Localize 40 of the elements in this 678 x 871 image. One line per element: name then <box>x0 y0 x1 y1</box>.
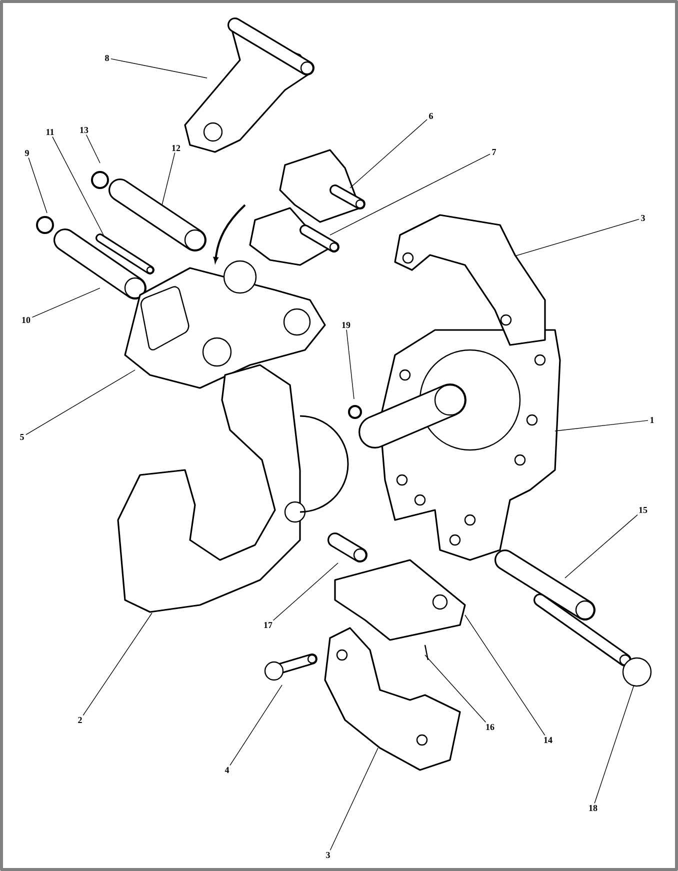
leader-line <box>52 136 104 236</box>
leader-line <box>32 288 100 318</box>
callout-number: 2 <box>78 717 82 723</box>
leader-line <box>350 119 428 188</box>
leader-line <box>110 58 208 78</box>
callout-number: 17 <box>264 622 272 628</box>
callout-number: 3 <box>641 214 645 222</box>
callout-number: 1 <box>650 417 654 423</box>
leader-line <box>424 654 486 723</box>
callout-number: 5 <box>20 434 24 440</box>
callout-number: 18 <box>589 804 598 812</box>
callout-number: 14 <box>544 737 552 743</box>
leader-line <box>28 157 48 214</box>
leader-line <box>564 514 638 578</box>
callout-number: 10 <box>22 316 30 324</box>
leader-line <box>230 684 282 766</box>
callout-number: 12 <box>172 145 180 151</box>
leader-line <box>162 152 176 206</box>
leader-line <box>464 614 546 736</box>
leader-line <box>514 218 640 256</box>
callout-number: 15 <box>639 507 648 514</box>
leader-line <box>82 612 152 716</box>
leader-line <box>330 748 378 851</box>
callout-number: 9 <box>25 150 29 156</box>
callout-number: 3 <box>326 852 330 858</box>
callout-number: 4 <box>224 767 230 773</box>
leader-line <box>594 684 634 804</box>
callout-number: 6 <box>429 113 433 120</box>
leader-line <box>272 562 338 621</box>
callout-number: 11 <box>46 129 54 135</box>
callout-number: 13 <box>80 127 88 134</box>
leader-line <box>330 154 490 236</box>
leader-line <box>26 370 136 436</box>
leader-line <box>86 134 100 164</box>
callout-number: 8 <box>105 54 109 62</box>
callout-number: 7 <box>492 149 496 155</box>
leader-line <box>554 420 648 432</box>
leader-line <box>346 329 354 400</box>
callout-number: 19 <box>342 322 350 328</box>
callout-number: 16 <box>486 724 494 730</box>
